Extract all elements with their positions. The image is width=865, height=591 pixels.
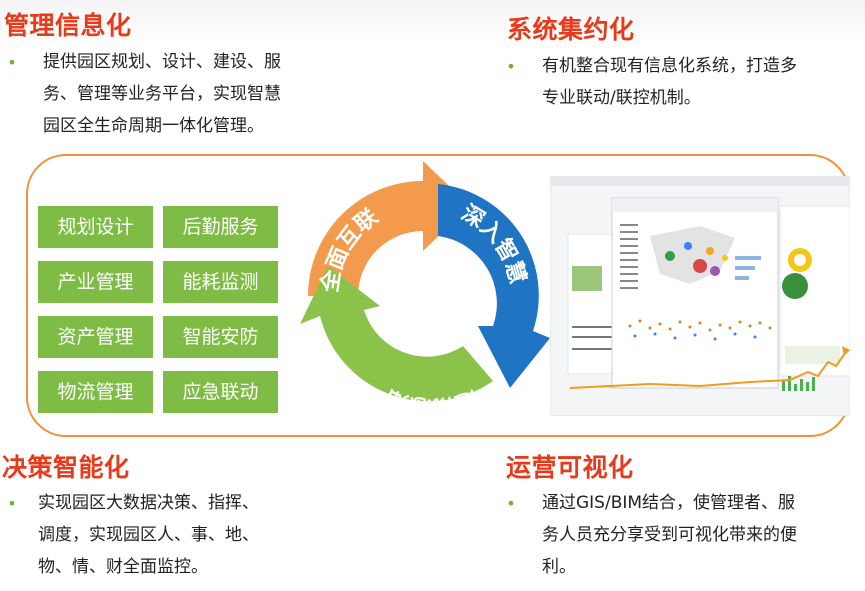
title-management-informatization: 管理信息化 [4, 11, 132, 40]
text-line: 通过GIS/BIM结合，使管理者、服 [542, 493, 796, 513]
cycle-arrows-diagram: 全面互联 深入智慧 透彻感知 [300, 161, 550, 421]
bullet-icon: • [506, 494, 516, 513]
text-line: 有机整合现有信息化系统，打造多 [542, 56, 797, 76]
title-operation-visualization: 运营可视化 [506, 453, 634, 482]
title-system-intensification: 系统集约化 [507, 15, 635, 44]
green-cycle-arrow [300, 266, 493, 402]
tile-logistics-management: 物流管理 [38, 371, 153, 413]
text-decision-intelligence: 实现园区大数据决策、指挥、 调度，实现园区人、事、地、 物、情、财全面监控。 [38, 487, 259, 583]
text-operation-visualization: 通过GIS/BIM结合，使管理者、服 务人员充分享受到可视化带来的便 利。 [542, 487, 797, 583]
dashboard-screenshot-image [550, 176, 850, 416]
tile-planning-design: 规划设计 [38, 206, 153, 248]
tile-smart-security: 智能安防 [163, 316, 278, 358]
tile-emergency-linkage: 应急联动 [163, 371, 278, 413]
blue-cycle-arrow [438, 184, 550, 388]
title-decision-intelligence: 决策智能化 [2, 453, 130, 482]
bullet-icon: • [7, 494, 17, 513]
text-line: 利。 [542, 557, 576, 577]
tile-asset-management: 资产管理 [38, 316, 153, 358]
text-line: 实现园区大数据决策、指挥、 [38, 493, 259, 513]
orange-cycle-arrow [308, 161, 470, 296]
tile-industry-management: 产业管理 [38, 261, 153, 303]
bullet-icon: • [506, 57, 516, 76]
text-line: 务人员充分享受到可视化带来的便 [542, 525, 797, 545]
text-system-intensification: 有机整合现有信息化系统，打造多 专业联动/联控机制。 [542, 50, 797, 114]
text-management-informatization: 提供园区规划、设计、建设、服 务、管理等业务平台，实现智慧 园区全生命周期一体化… [43, 46, 281, 142]
text-line: 园区全生命周期一体化管理。 [43, 116, 264, 136]
text-line: 物、情、财全面监控。 [38, 557, 208, 577]
bullet-icon: • [7, 53, 17, 72]
tile-logistics-service: 后勤服务 [163, 206, 278, 248]
text-line: 务、管理等业务平台，实现智慧 [43, 84, 281, 104]
tile-energy-monitoring: 能耗监测 [163, 261, 278, 303]
text-line: 专业联动/联控机制。 [542, 88, 701, 108]
text-line: 调度，实现园区人、事、地、 [38, 525, 259, 545]
text-line: 提供园区规划、设计、建设、服 [43, 52, 281, 72]
